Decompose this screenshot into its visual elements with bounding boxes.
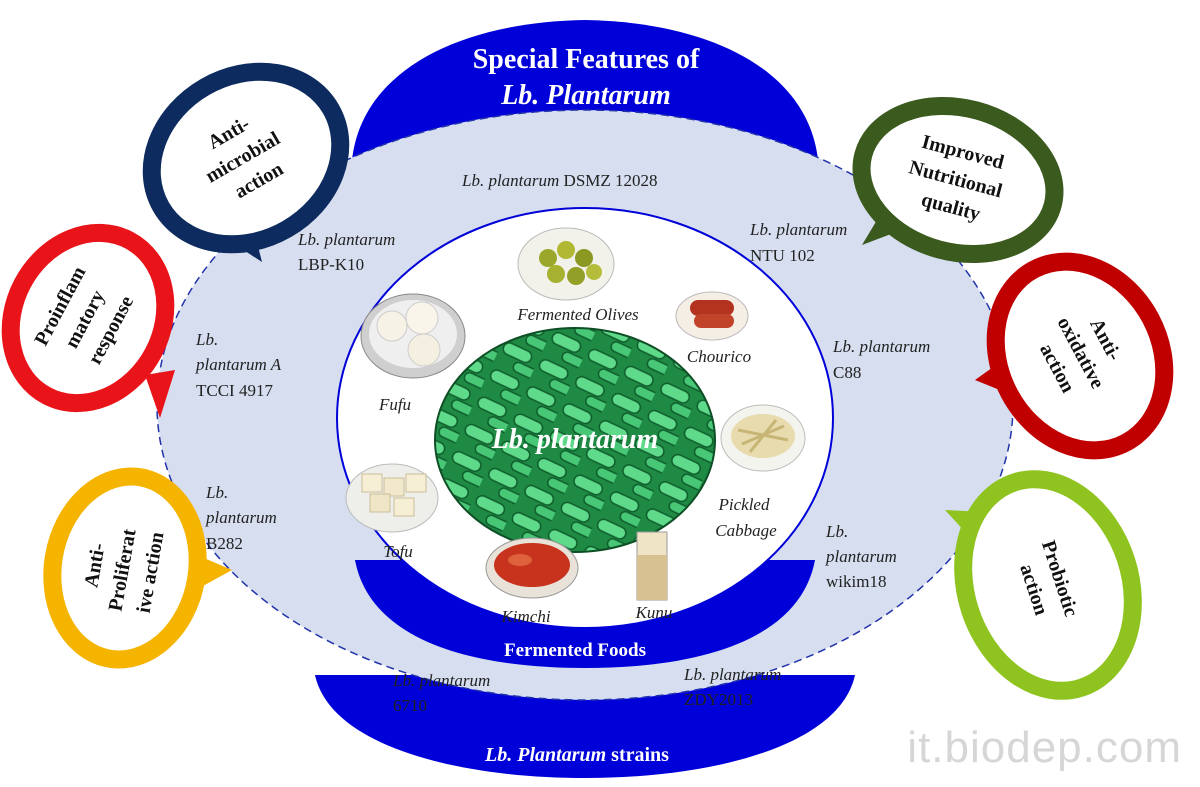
- watermark: it.biodep.com: [907, 723, 1182, 772]
- feature-bubble-antimicrobial: [142, 62, 350, 262]
- food-label-olives: Fermented Olives: [516, 305, 639, 324]
- food-label-fufu: Fufu: [378, 395, 411, 414]
- food-label-pickled: Pickled: [718, 495, 770, 514]
- kimchi-picture: [485, 537, 579, 599]
- olives-picture: [517, 227, 615, 301]
- bacteria-outline: [434, 327, 716, 553]
- strain-label: Lb. plantarum 6710: [392, 671, 495, 715]
- strain-label: Lb. plantarum wikim18: [825, 522, 901, 591]
- strain-code: C88: [833, 363, 861, 382]
- title-line2: Lb. Plantarum: [500, 80, 671, 111]
- strain-name: Lb. plantarum: [683, 665, 781, 684]
- strain-name: Lb. plantarum: [392, 671, 490, 690]
- strain-code: DSMZ 12028: [559, 171, 657, 190]
- strain-name-line2: plantarum A: [195, 355, 282, 374]
- feature-bubble-nutritional: [852, 96, 1064, 264]
- tofu-picture: [345, 463, 439, 533]
- title-line1: Special Features of: [473, 44, 700, 75]
- strain-name: Lb. plantarum: [832, 337, 930, 356]
- strain-name-line1: Lb.: [195, 330, 218, 349]
- food-label-cabbage: Cabbage: [715, 521, 777, 540]
- bacteria-image: [435, 328, 715, 552]
- chourico-picture: [675, 291, 749, 341]
- strain-label: Lb. plantarum C88: [832, 337, 935, 382]
- strains-label-italic: Lb. Plantarum: [484, 744, 606, 766]
- fermented-foods-label: Fermented Foods: [504, 640, 646, 661]
- strain-code: ZDY2013: [684, 690, 753, 709]
- strain-label: Lb. plantarum LBP-K10: [297, 230, 400, 274]
- strain-name-line2: plantarum: [205, 508, 277, 527]
- strain-name-line2: plantarum: [825, 547, 897, 566]
- strain-name-line1: Lb.: [205, 483, 228, 502]
- food-label-chourico: Chourico: [687, 347, 751, 366]
- strain-label: Lb. plantarum ZDY2013: [683, 665, 786, 709]
- feature-bubble-proinflammatory: [1, 223, 175, 418]
- strain-code: 6710: [393, 696, 427, 715]
- strain-code: B282: [206, 534, 243, 553]
- strains-label: Lb. Plantarum strains: [484, 744, 669, 766]
- strain-label: Lb. plantarum NTU 102: [749, 220, 852, 265]
- strains-band: [315, 675, 855, 778]
- strain-code: LBP-K10: [298, 255, 364, 274]
- feature-bubble-probiotic: [945, 470, 1142, 700]
- strain-label: Lb. plantarum B282: [205, 483, 281, 553]
- strain-code: TCCI 4917: [196, 381, 273, 400]
- strain-name: Lb. plantarum: [297, 230, 395, 249]
- center-label: Lb. plantarum: [491, 424, 658, 455]
- food-label-kunu: Kunu: [635, 603, 673, 622]
- strain-label: Lb. plantarum DSMZ 12028: [461, 171, 658, 190]
- strain-name-line1: Lb.: [825, 522, 848, 541]
- strain-name: Lb. plantarum: [461, 171, 559, 190]
- feature-bubble-antiproliferative: [43, 467, 232, 669]
- feature-bubble-antioxidative: [975, 252, 1174, 460]
- strain-code: NTU 102: [750, 246, 815, 265]
- strain-code: wikim18: [826, 572, 886, 591]
- kunu-picture: [636, 531, 668, 601]
- strain-label: Lb. plantarum A TCCI 4917: [195, 330, 285, 400]
- strain-name: Lb. plantarum: [749, 220, 847, 239]
- cabbage-picture: [720, 404, 806, 472]
- strains-label-plain: strains: [606, 744, 669, 766]
- fufu-picture: [360, 293, 466, 379]
- food-label-tofu: Tofu: [383, 542, 413, 561]
- food-label-kimchi: Kimchi: [500, 607, 550, 626]
